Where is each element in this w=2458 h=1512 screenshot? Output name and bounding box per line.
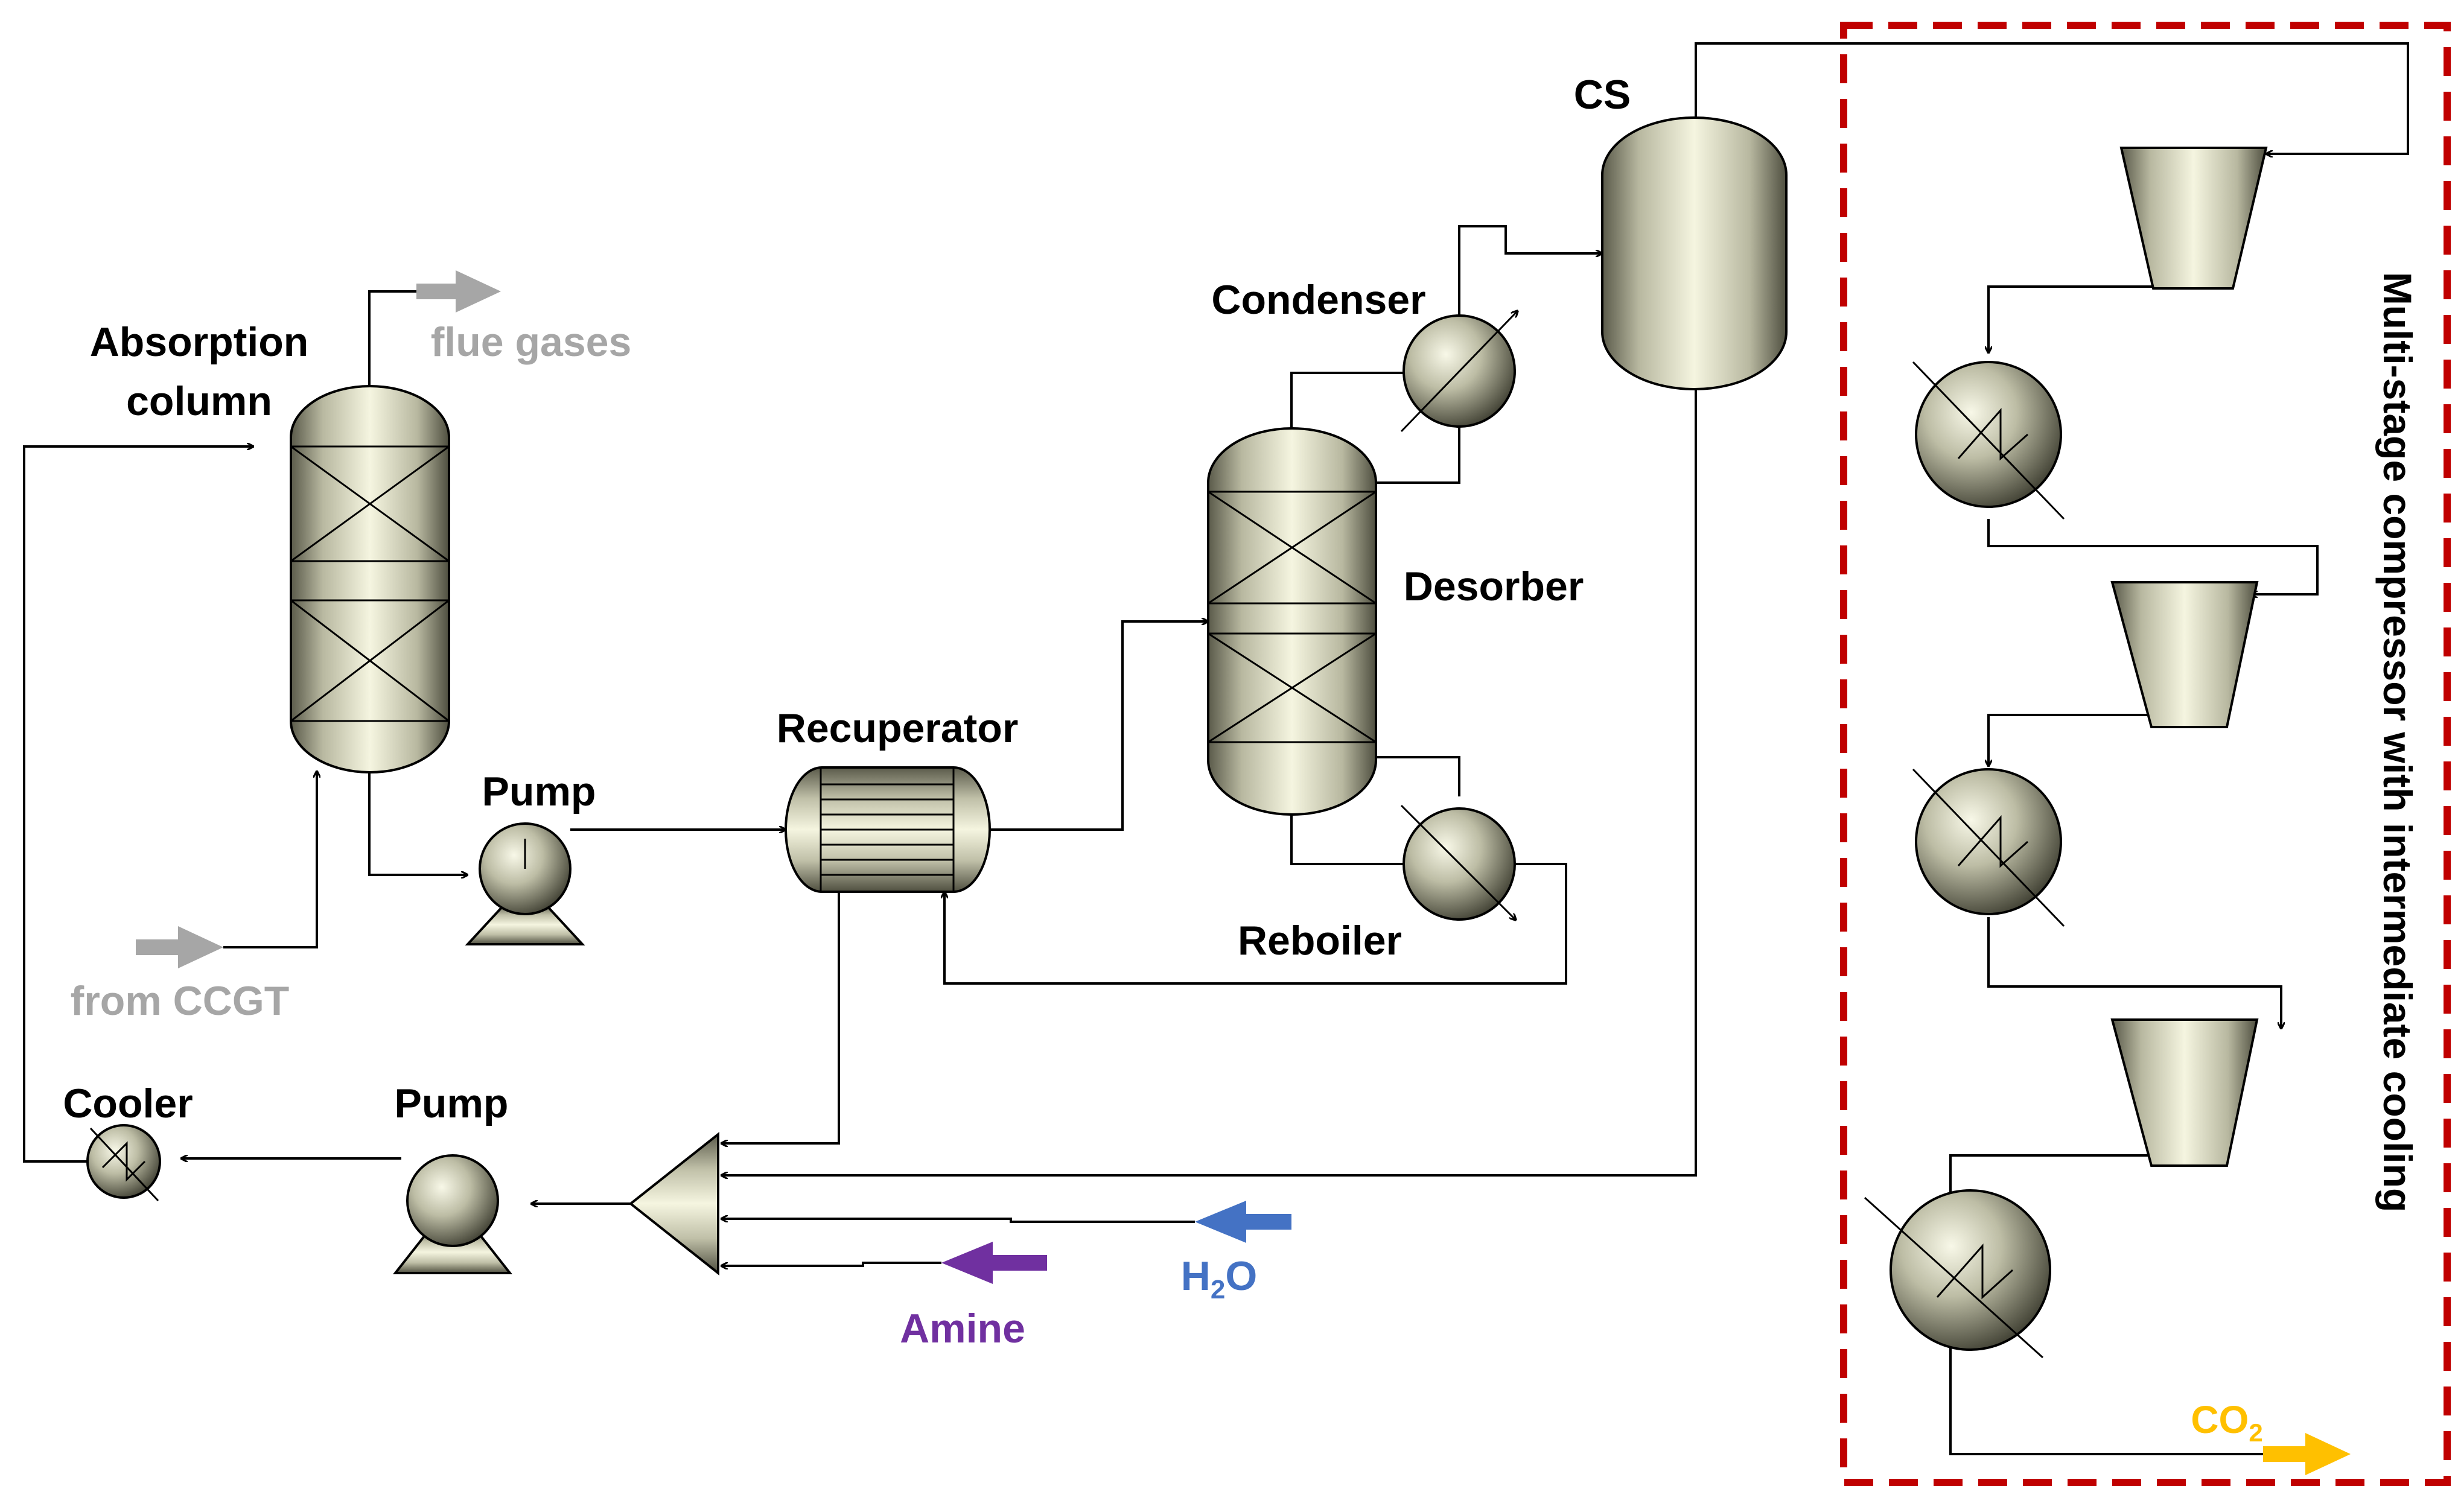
intercooler-3[interactable] <box>1864 1189 2051 1359</box>
pipe-desorber-to-reboiler <box>1376 756 1460 796</box>
desorber-column[interactable] <box>1207 427 1377 816</box>
pipe-recuperator-to-desorber <box>990 621 1208 831</box>
intercooler-2[interactable] <box>1912 768 2065 927</box>
label-cooler: Cooler <box>63 1081 193 1126</box>
label-recuperator: Recuperator <box>777 705 1019 751</box>
recuperator-heat-exchanger[interactable] <box>785 766 991 893</box>
compressor-stage-3[interactable] <box>2110 1018 2259 1167</box>
label-reboiler: Reboiler <box>1238 918 1402 964</box>
absorption-column[interactable] <box>290 385 450 773</box>
pipe-reboiler-to-recuperator <box>944 863 1567 985</box>
pipe-intercooler-2-to-compressor-3 <box>1987 917 2281 1029</box>
pipe-h2o-to-mixer <box>721 1219 1195 1223</box>
label-cs: CS <box>1574 72 1631 118</box>
pipe-ccgt-feed <box>223 771 317 948</box>
label-h2o: H2O <box>1181 1253 1258 1304</box>
h2o-inlet-arrow <box>1195 1201 1291 1243</box>
flue-gases-arrow <box>416 270 501 313</box>
label-from-ccgt: from CCGT <box>71 978 290 1024</box>
pipe-recuperator-to-mixer <box>721 892 840 1143</box>
pipe-desorber-to-condenser <box>1290 372 1406 431</box>
label-condenser: Condenser <box>1211 277 1425 323</box>
pipe-cooler-to-absorber <box>23 446 253 1163</box>
pipe-compressor-3-to-intercooler-3 <box>1950 1154 2185 1201</box>
label-compressor-section: Multi-stage compressor with intermediate… <box>2375 272 2420 1213</box>
pipe-reboiler-return <box>1290 812 1406 865</box>
pipe-condenser-to-cs <box>1458 225 1602 344</box>
intercooler-1[interactable] <box>1912 361 2065 520</box>
pipe-flue-gas-out <box>368 290 416 386</box>
label-pump-bottom: Pump <box>395 1081 509 1126</box>
label-absorption-column-line1: Absorption <box>90 319 309 365</box>
pipe-absorber-to-pump <box>368 771 468 875</box>
label-co2: CO2 <box>2191 1398 2262 1447</box>
compressor-stage-1[interactable] <box>2119 147 2268 290</box>
label-desorber: Desorber <box>1404 564 1584 609</box>
pump-rich-amine[interactable] <box>465 822 585 945</box>
compressor-stage-2[interactable] <box>2110 581 2259 728</box>
co2-outlet-arrow <box>2263 1433 2351 1475</box>
reboiler[interactable] <box>1400 804 1516 920</box>
pipe-compressor-1-to-intercooler-1 <box>1988 285 2171 353</box>
from-ccgt-arrow <box>136 926 223 968</box>
cs-separator[interactable] <box>1601 116 1788 390</box>
pipe-intercooler-1-to-compressor-2 <box>1987 519 2319 594</box>
mixer[interactable] <box>628 1131 719 1276</box>
pipe-compressor-2-to-intercooler-2 <box>1988 714 2185 766</box>
pipe-amine-to-mixer <box>721 1262 941 1266</box>
pump-lean-amine[interactable] <box>392 1154 513 1274</box>
label-flue-gases: flue gases <box>431 319 632 365</box>
cooler[interactable] <box>86 1124 161 1202</box>
label-absorption-column-line2: column <box>126 378 272 424</box>
pipes <box>23 42 2409 1455</box>
label-pump-top: Pump <box>482 769 596 815</box>
amine-inlet-arrow <box>941 1242 1047 1284</box>
condenser[interactable] <box>1400 311 1518 433</box>
pipe-cs-to-mixer <box>721 389 1697 1175</box>
pipe-intercooler-3-to-co2-out <box>1949 1339 2269 1455</box>
pipe-cs-to-compressor-1 <box>1695 42 2409 154</box>
label-amine: Amine <box>900 1306 1025 1352</box>
